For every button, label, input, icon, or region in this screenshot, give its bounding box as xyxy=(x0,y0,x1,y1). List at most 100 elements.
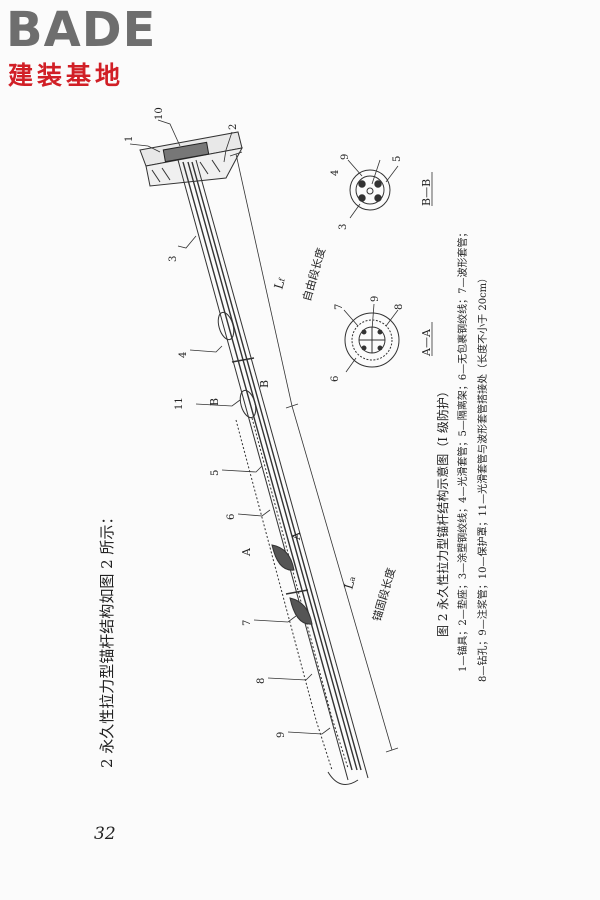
section-marker-a: A xyxy=(290,531,303,541)
anchor-length-dimension-line xyxy=(291,405,393,751)
leader-line xyxy=(343,309,359,327)
callout-5: 5 xyxy=(392,156,403,162)
anchor-head xyxy=(139,131,243,187)
anchor-body xyxy=(177,159,369,785)
leader-line xyxy=(221,465,263,473)
intro-paragraph: 2 永久性拉力型锚杆结构如图 2 所示： xyxy=(98,509,116,768)
leader-line xyxy=(195,399,241,407)
protective-cap-shape xyxy=(162,141,210,163)
callout-3: 3 xyxy=(338,224,349,230)
free-length-label: 自由段长度 xyxy=(299,246,328,303)
leader-line xyxy=(349,203,361,219)
hatch-line xyxy=(161,167,171,181)
figure-caption-title: 图 2 永久性拉力型锚杆结构示意图（I 级防护） xyxy=(436,385,450,637)
section-bb-labels: 9 4 5 3 B—B xyxy=(330,154,433,230)
callout-1: 1 xyxy=(124,136,135,142)
section-bb-title: B—B xyxy=(420,179,433,206)
callout-6: 6 xyxy=(226,514,237,520)
borehole-wall-bottom xyxy=(195,159,369,779)
section-marker-b: B xyxy=(258,380,271,388)
leader-line xyxy=(129,143,161,153)
bade-logo: BADE 建装基地 xyxy=(6,6,176,90)
section-bb-strand xyxy=(358,194,366,202)
section-bb-inner xyxy=(355,175,385,205)
callout-10: 10 xyxy=(154,107,165,120)
corrugated-sheath-bottom xyxy=(251,417,349,769)
leader-line xyxy=(157,119,181,147)
logo-tagline: 建装基地 xyxy=(8,61,125,90)
dimension-tick xyxy=(285,403,299,409)
section-break xyxy=(231,357,255,363)
section-bb-view xyxy=(347,159,433,219)
callout-9: 9 xyxy=(276,732,287,738)
section-bb-strand xyxy=(374,180,382,188)
centralizer-shape xyxy=(239,389,257,419)
callout-6: 6 xyxy=(330,376,341,382)
section-aa-outer xyxy=(344,312,400,368)
callout-3: 3 xyxy=(168,256,179,262)
anchor-length-symbol: L xyxy=(341,579,357,591)
dimension-lines xyxy=(229,151,399,753)
callout-9: 9 xyxy=(370,296,381,302)
section-bb-outer xyxy=(349,169,391,211)
callout-7: 7 xyxy=(242,620,253,626)
leader-line xyxy=(189,345,223,353)
tendon-line xyxy=(191,161,362,771)
anchor-length-label: 锚固段长度 xyxy=(369,566,398,623)
spacer-bulge xyxy=(271,544,295,571)
section-markers: B B A A xyxy=(208,380,303,557)
hatch-line xyxy=(151,169,161,183)
section-marker-b: B xyxy=(208,398,221,406)
callout-2: 2 xyxy=(228,124,239,130)
tendon-line xyxy=(182,161,353,771)
section-bb-strand xyxy=(374,194,382,202)
leader-line xyxy=(347,159,363,177)
leader-line xyxy=(177,235,197,249)
free-length-subscript: f xyxy=(277,276,287,282)
callout-numbers: 1 10 2 3 4 11 5 6 7 8 9 xyxy=(124,107,287,738)
leader-line xyxy=(385,165,399,183)
section-break xyxy=(285,589,309,595)
section-aa-strand xyxy=(361,329,367,335)
callout-8: 8 xyxy=(394,304,405,310)
anchor-tip xyxy=(327,771,359,785)
leader-line xyxy=(345,357,357,373)
section-aa-labels: 7 9 8 6 A—A xyxy=(330,296,433,382)
leader-line xyxy=(223,131,233,163)
figure-legend-line-2: 8—钻孔；9—注浆管；10—保护罩；11—光滑套管与波形套管搭接处（长度不小于 … xyxy=(478,272,489,682)
dimension-tick xyxy=(229,151,243,157)
free-length-dimension-line xyxy=(235,153,293,407)
section-aa-view xyxy=(343,303,433,373)
callout-11: 11 xyxy=(174,397,185,410)
leader-line xyxy=(371,303,375,331)
spacer-bulge xyxy=(289,597,313,625)
page-number: 32 xyxy=(94,824,116,844)
callout-leaders xyxy=(129,119,331,735)
hatch-line xyxy=(211,159,221,173)
dimension-tick xyxy=(385,747,399,753)
section-marker-a: A xyxy=(240,547,253,557)
callout-5: 5 xyxy=(210,470,221,476)
callout-9: 9 xyxy=(340,154,351,160)
callout-4: 4 xyxy=(178,352,189,358)
leader-line xyxy=(253,615,297,623)
leader-line xyxy=(385,309,399,327)
corrugated-sheath-top xyxy=(235,419,333,771)
hatch-line xyxy=(199,161,209,175)
leader-line xyxy=(267,673,313,681)
leader-line xyxy=(287,727,331,735)
borehole-wall-top xyxy=(177,159,349,781)
free-length-symbol: L xyxy=(271,279,287,291)
section-aa-title: A—A xyxy=(420,328,433,357)
centralizer-shape xyxy=(217,311,235,341)
callout-7: 7 xyxy=(334,304,345,310)
section-aa-middle xyxy=(351,319,393,361)
section-aa-strand xyxy=(377,329,383,335)
section-bb-strand xyxy=(358,180,366,188)
figure-legend-line-1: 1—锚具；2—垫座；3—涂塑钢绞线；4—光滑套管；5—隔离架；6—无包裹钢绞线；… xyxy=(458,227,469,672)
tendon-line xyxy=(187,161,358,771)
logo-brand-text: BADE xyxy=(6,2,157,58)
section-aa-strand xyxy=(377,345,383,351)
callout-8: 8 xyxy=(256,678,267,684)
